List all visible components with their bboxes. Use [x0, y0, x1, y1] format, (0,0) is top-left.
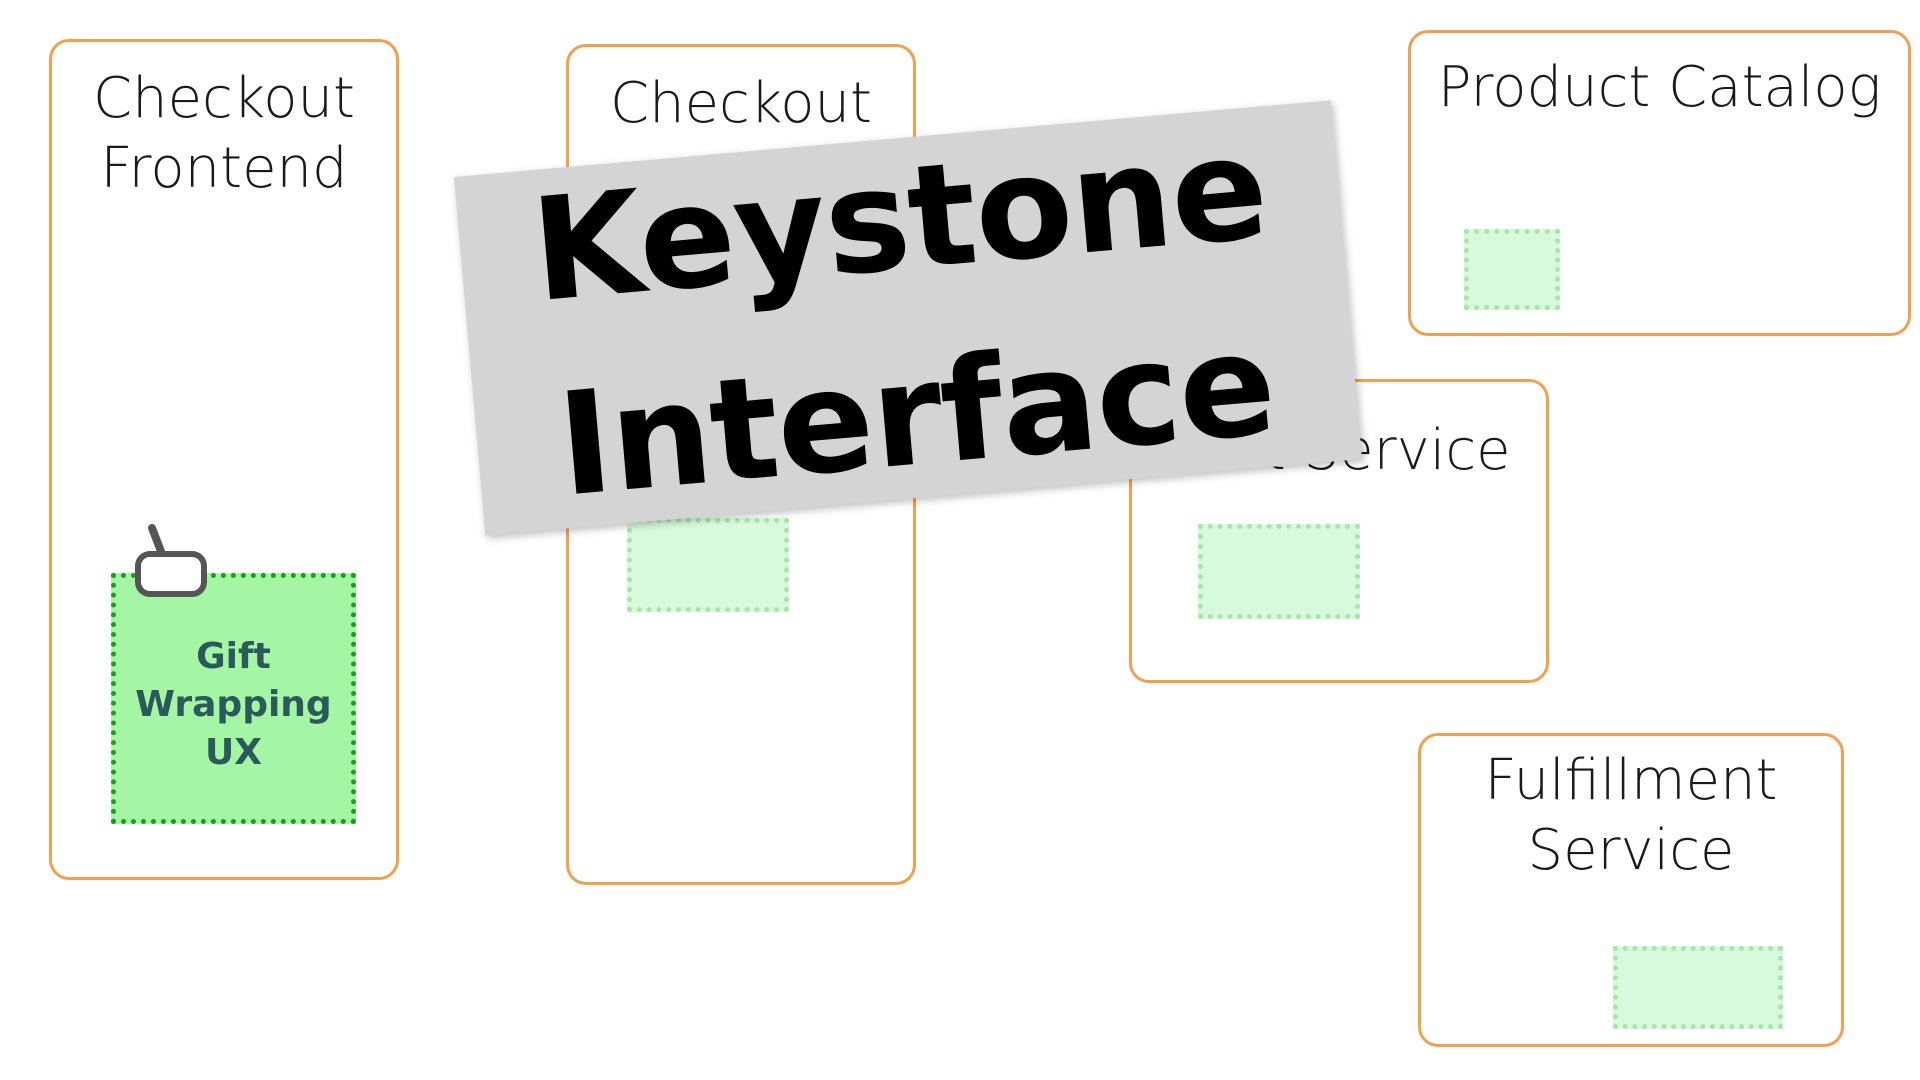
feature-slot	[1464, 229, 1560, 310]
service-title: Checkout Frontend	[93, 66, 355, 201]
feature-gift-wrapping[interactable]: Gift Wrapping UX	[111, 573, 356, 824]
feature-slot	[1613, 946, 1783, 1029]
feature-slot	[627, 518, 789, 612]
service-title: Fulfillment Service	[1484, 748, 1778, 883]
feature-slot	[1198, 524, 1360, 619]
service-title: Product Catalog	[1437, 55, 1882, 120]
hand-pointer-icon	[135, 524, 207, 597]
keystone-interface-banner: Keystone Interface	[453, 100, 1363, 536]
feature-label: Gift Wrapping UX	[135, 635, 332, 773]
service-title: Checkout	[610, 71, 872, 136]
